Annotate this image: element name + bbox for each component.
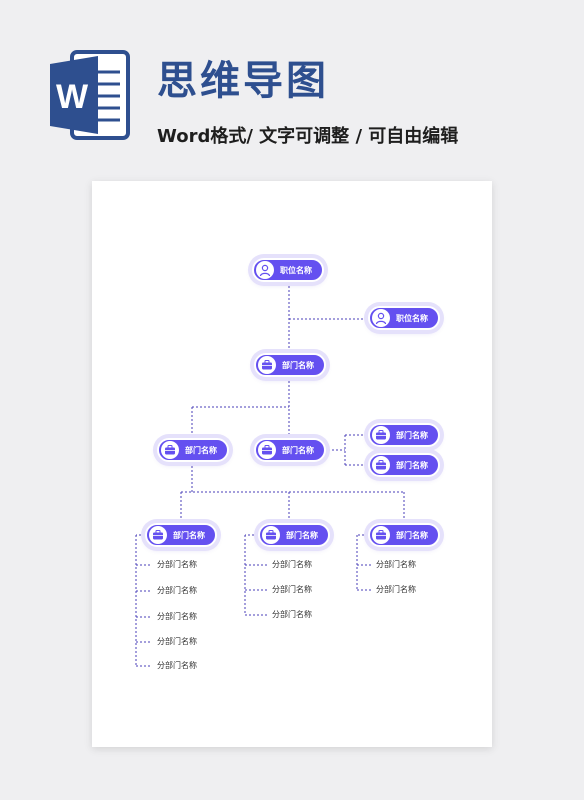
org-node-side[interactable]: 职位名称 <box>368 306 440 330</box>
org-node-top[interactable]: 职位名称 <box>252 258 324 282</box>
org-node-label: 职位名称 <box>280 265 312 275</box>
sub-department-label: 分部门名称 <box>272 610 312 619</box>
sub-department-label: 分部门名称 <box>157 586 197 595</box>
connector-lines <box>135 282 405 667</box>
org-node-label: 部门名称 <box>173 530 205 540</box>
word-logo-icon: W <box>50 50 130 140</box>
briefcase-icon <box>262 526 280 544</box>
sub-department-label: 分部门名称 <box>157 661 197 670</box>
org-node-label: 部门名称 <box>396 460 428 470</box>
sub-department-label: 分部门名称 <box>376 560 416 569</box>
sub-department-label: 分部门名称 <box>272 585 312 594</box>
briefcase-icon <box>372 426 390 444</box>
org-node-dept-mid-sub[interactable]: 部门名称 <box>368 423 440 447</box>
briefcase-icon <box>161 441 179 459</box>
org-node-label: 部门名称 <box>286 530 318 540</box>
briefcase-icon <box>258 356 276 374</box>
org-node-dept-left[interactable]: 部门名称 <box>157 438 229 462</box>
org-node-group[interactable]: 部门名称 <box>145 523 217 547</box>
briefcase-icon <box>372 526 390 544</box>
org-node-group[interactable]: 部门名称 <box>368 523 440 547</box>
org-node-dept-mid[interactable]: 部门名称 <box>254 438 326 462</box>
sub-department-label: 分部门名称 <box>272 560 312 569</box>
org-node-dept-main[interactable]: 部门名称 <box>254 353 326 377</box>
briefcase-icon <box>372 456 390 474</box>
person-icon <box>372 309 390 327</box>
page-title: 思维导图 <box>157 58 329 104</box>
sub-department-label: 分部门名称 <box>376 585 416 594</box>
sub-department-label: 分部门名称 <box>157 637 197 646</box>
person-icon <box>256 261 274 279</box>
svg-text:W: W <box>56 78 89 116</box>
org-node-label: 部门名称 <box>396 430 428 440</box>
sub-department-label: 分部门名称 <box>157 612 197 621</box>
org-node-label: 职位名称 <box>396 313 428 323</box>
org-node-group[interactable]: 部门名称 <box>258 523 330 547</box>
org-node-label: 部门名称 <box>282 445 314 455</box>
briefcase-icon <box>149 526 167 544</box>
org-node-label: 部门名称 <box>282 360 314 370</box>
sub-department-label: 分部门名称 <box>157 560 197 569</box>
briefcase-icon <box>258 441 276 459</box>
org-node-dept-mid-sub[interactable]: 部门名称 <box>368 453 440 477</box>
org-node-label: 部门名称 <box>396 530 428 540</box>
document-page: 职位名称 职位名称 部门名称 部门名称 部门名称 部门名称 部门 <box>92 181 492 747</box>
org-node-label: 部门名称 <box>185 445 217 455</box>
page-subtitle: Word格式/ 文字可调整 / 可自由编辑 <box>157 126 459 147</box>
